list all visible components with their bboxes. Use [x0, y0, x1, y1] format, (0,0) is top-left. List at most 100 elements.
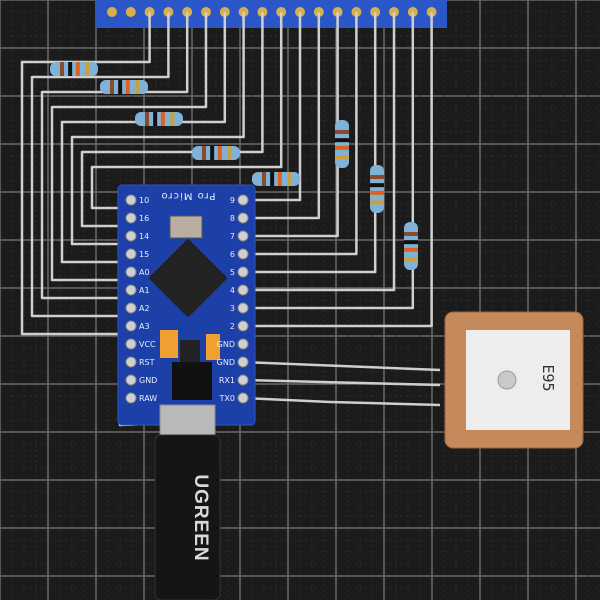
- pin-label: 16: [139, 214, 149, 223]
- resistor-band: [287, 172, 292, 186]
- resistor: [100, 80, 148, 94]
- pin-pad: [237, 212, 249, 224]
- pin-label: GND: [139, 376, 157, 385]
- resistor-band: [277, 172, 282, 186]
- pin-pad: [125, 212, 137, 224]
- resistor-band: [118, 80, 123, 94]
- wire: [243, 12, 358, 256]
- header-pad: [107, 7, 117, 17]
- resistor: [404, 222, 418, 270]
- pin-label: 9: [230, 196, 235, 205]
- wire: [243, 12, 396, 292]
- wire: [243, 12, 321, 220]
- wire: [242, 396, 441, 407]
- pin-pad: [125, 302, 137, 314]
- pin-pad: [125, 356, 137, 368]
- resistor-band: [404, 232, 418, 236]
- pin-label: A2: [139, 304, 150, 313]
- pin-label: 2: [230, 322, 235, 331]
- resistor-band: [335, 138, 349, 143]
- pin-pad: [237, 302, 249, 314]
- wire: [242, 378, 441, 387]
- pin-pad: [125, 266, 137, 278]
- pin-label: A0: [139, 268, 150, 277]
- resistor-band: [75, 62, 80, 76]
- resistor-band: [110, 80, 114, 94]
- pin-label: 6: [230, 250, 235, 259]
- wire: [242, 360, 441, 372]
- header-pad: [125, 7, 136, 17]
- usb-cable: UGREEN: [154, 404, 221, 600]
- pin-label: 8: [230, 214, 235, 223]
- pin-label: 7: [230, 232, 235, 241]
- resistor: [370, 165, 384, 213]
- wire: [243, 12, 433, 328]
- resistor-band: [68, 62, 73, 76]
- resistor: [335, 120, 349, 168]
- resistor: [252, 172, 300, 186]
- pin-label: RST: [139, 358, 155, 367]
- wire: [243, 12, 339, 238]
- pin-pad: [237, 284, 249, 296]
- resistor-band: [270, 172, 275, 186]
- resistor-band: [370, 183, 384, 188]
- cable-brand: UGREEN: [190, 474, 211, 561]
- resistor-band: [404, 257, 418, 262]
- resistor-band: [335, 130, 349, 134]
- resistor-band: [125, 80, 130, 94]
- pin-pad: [237, 230, 249, 242]
- resistor-band: [335, 155, 349, 160]
- pin-pad: [125, 320, 137, 332]
- pin-pad: [125, 392, 137, 404]
- resistor-band: [170, 112, 175, 126]
- resistor-band: [135, 80, 140, 94]
- pin-label: RAW: [139, 394, 157, 403]
- wire: [243, 12, 377, 274]
- resistor-band: [262, 172, 266, 186]
- pin-pad: [125, 338, 137, 350]
- pin-pad: [125, 374, 137, 386]
- resistor-band: [210, 146, 215, 160]
- pin-label: 15: [139, 250, 149, 259]
- resistor-band: [404, 240, 418, 245]
- pin-label: A3: [139, 322, 150, 331]
- resistor-band: [227, 146, 232, 160]
- pin-label: RX1: [219, 376, 235, 385]
- pin-label: 10: [139, 196, 149, 205]
- pin-pad: [125, 248, 137, 260]
- resistor-band: [202, 146, 206, 160]
- pin-pad: [125, 284, 137, 296]
- resistor: [50, 62, 98, 76]
- resistor-band: [370, 200, 384, 205]
- pin-label: A1: [139, 286, 150, 295]
- resistor-band: [160, 112, 165, 126]
- resistors: [50, 62, 418, 270]
- resistor-band: [60, 62, 64, 76]
- pin-pad: [237, 374, 249, 386]
- pin-label: 5: [230, 268, 235, 277]
- wire: [243, 12, 415, 310]
- pin-pad: [237, 248, 249, 260]
- resistor-band: [217, 146, 222, 160]
- wire: [243, 12, 302, 202]
- resistor-band: [85, 62, 90, 76]
- gps-module: E95: [444, 311, 584, 449]
- resistor-band: [404, 247, 418, 252]
- resistor-band: [370, 175, 384, 179]
- gps-marking: E95: [539, 364, 557, 391]
- pin-label: 4: [230, 286, 235, 295]
- pin-pad: [125, 194, 137, 206]
- pin-pad: [237, 356, 249, 368]
- pin-pad: [237, 392, 249, 404]
- resistor-band: [370, 190, 384, 195]
- resistor-band: [335, 145, 349, 150]
- resistor-band: [153, 112, 158, 126]
- pin-pad: [237, 320, 249, 332]
- board-label: Pro Micro: [161, 190, 216, 201]
- resistor: [135, 112, 183, 126]
- pin-pad: [237, 266, 249, 278]
- resistor-band: [145, 112, 149, 126]
- pin-label: TX0: [219, 394, 235, 403]
